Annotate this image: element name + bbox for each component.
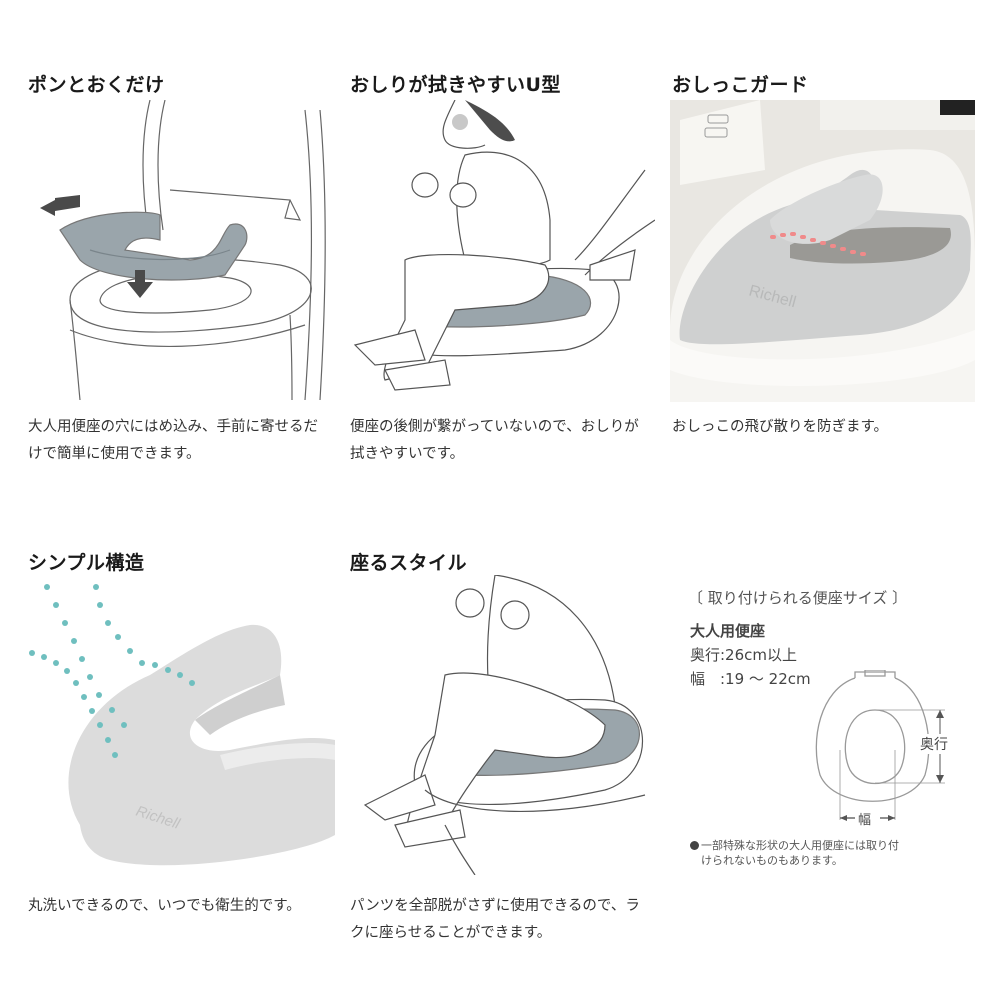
washable-seat-photo: Richell: [20, 575, 335, 870]
feature-desc-placement: 大人用便座の穴にはめ込み、手前に寄せるだけで簡単に使用できます。: [28, 419, 318, 462]
feature-title-pee-guard: おしっこガード: [672, 74, 809, 96]
child-wiping-illustration: [345, 100, 655, 400]
feature-title-simple: シンプル構造: [28, 552, 145, 574]
pee-guard-photo: Richell: [670, 100, 975, 402]
spec-heading: 〔 取り付けられる便座サイズ 〕: [688, 589, 908, 607]
seat-size-diagram: 奥行 幅: [800, 670, 970, 830]
feature-title-u-shape: おしりが拭きやすいU型: [350, 74, 561, 96]
bullet-icon: [690, 841, 699, 850]
spec-note: 一部特殊な形状の大人用便座には取り付けられないものもあります。: [690, 838, 901, 868]
feature-title-sitting: 座るスタイル: [350, 552, 468, 574]
feature-title-placement: ポンとおくだけ: [28, 74, 165, 96]
feature-desc-sitting: パンツを全部脱がさずに使用できるので、ラクに座らせることができます。: [350, 898, 640, 941]
diagram-width-label: 幅: [858, 813, 872, 828]
child-sitting-illustration: [345, 575, 655, 875]
feature-desc-simple: 丸洗いできるので、いつでも衛生的です。: [28, 898, 301, 914]
spec-width: 幅 :19 ～ 22cm: [690, 670, 811, 688]
spec-subheading: 大人用便座: [690, 622, 766, 640]
diagram-depth-label: 奥行: [920, 734, 948, 754]
spec-note-text: 一部特殊な形状の大人用便座には取り付けられないものもあります。: [701, 839, 899, 867]
seat-placement-illustration: [30, 100, 330, 400]
feature-desc-u-shape: 便座の後側が繋がっていないので、おしりが拭きやすいです。: [350, 419, 639, 462]
feature-desc-pee-guard: おしっこの飛び散りを防ぎます。: [672, 419, 889, 435]
spec-depth: 奥行:26cm以上: [690, 646, 797, 664]
